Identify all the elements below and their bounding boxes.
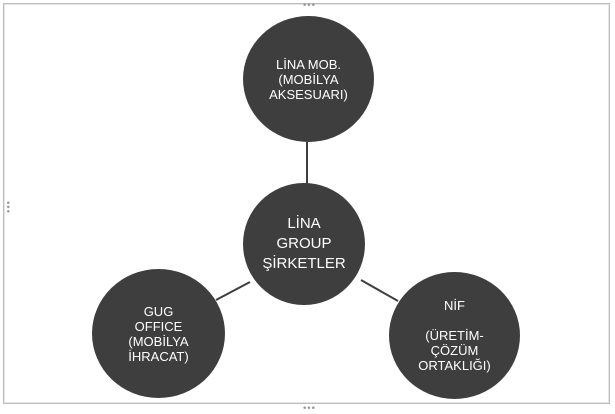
node-label: GUG OFFICE (MOBİLYA İHRACAT) <box>128 303 189 364</box>
node-lina-mob[interactable]: LİNA MOB. (MOBİLYA AKSESUARI) <box>243 16 374 142</box>
connector-right <box>360 279 399 302</box>
top-resize-handle[interactable]: ••• <box>302 1 316 11</box>
node-gug-office[interactable]: GUG OFFICE (MOBİLYA İHRACAT) <box>92 269 225 398</box>
left-resize-handle[interactable]: ••• <box>2 200 12 213</box>
connector-left <box>215 281 251 301</box>
node-label: NİF (ÜRETİM- ÇÖZÜM ORTAKLIĞI) <box>418 298 491 373</box>
node-label: LİNA GROUP ŞİRKETLER <box>262 215 346 272</box>
node-label: LİNA MOB. (MOBİLYA AKSESUARI) <box>269 56 348 102</box>
node-lina-group[interactable]: LİNA GROUP ŞİRKETLER <box>243 183 365 305</box>
bottom-resize-handle[interactable]: ••• <box>302 404 316 414</box>
node-nif[interactable]: NİF (ÜRETİM- ÇÖZÜM ORTAKLIĞI) <box>389 272 520 399</box>
